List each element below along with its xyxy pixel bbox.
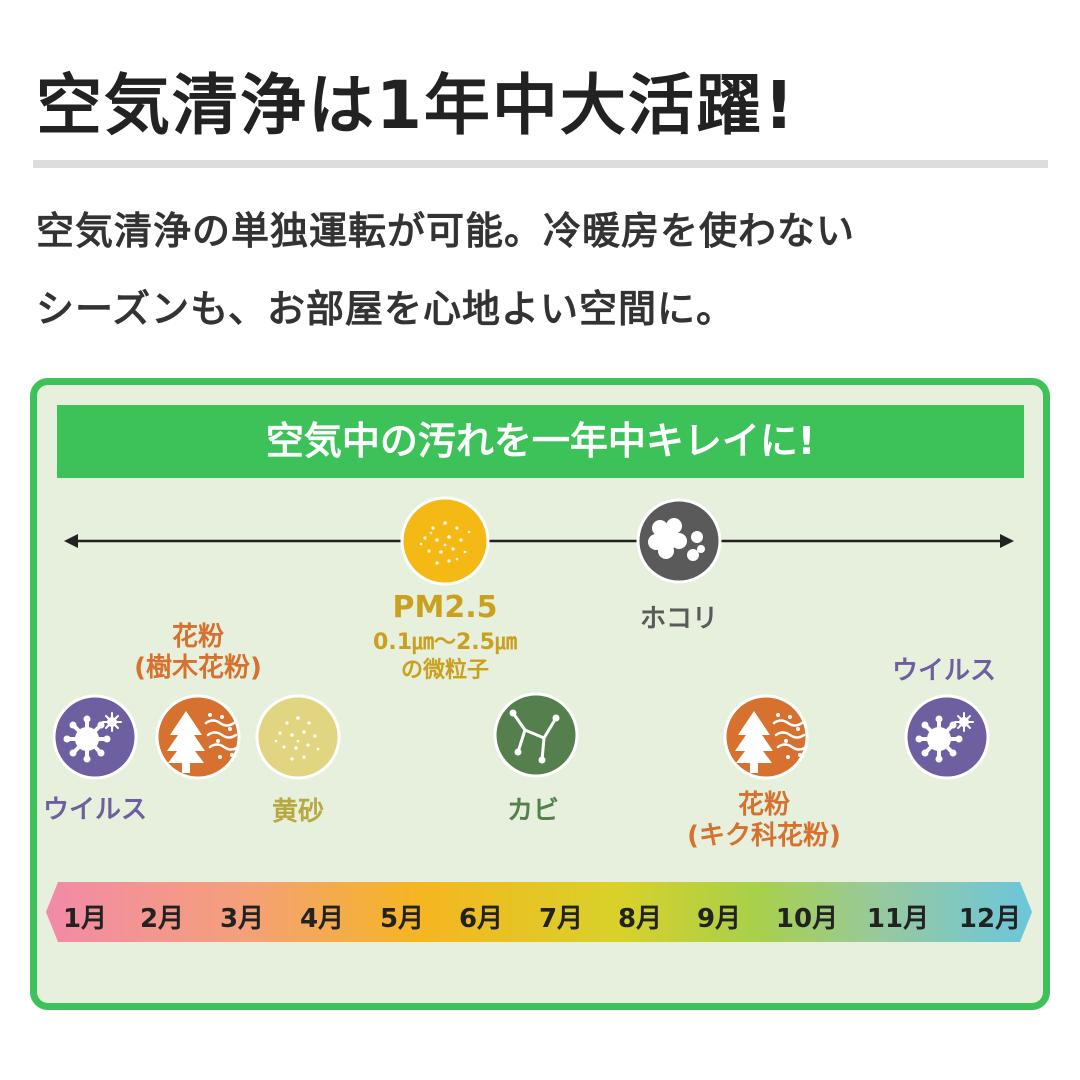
virus-icon [904,694,990,780]
page-title: 空気清浄は1年中大活躍! [36,67,797,144]
month-label: 5月 [379,904,425,934]
yellow-sand-label: 黄砂 [271,797,325,827]
tree-pollen-label: 花粉 [171,622,225,652]
month-label: 9月 [696,904,742,934]
kiku-pollen-sublabel: (キク科花粉) [687,821,841,851]
panel-banner: 空気中の汚れを一年中キレイに! [57,405,1024,478]
timeline-arrow [64,534,1014,548]
month-label: 6月 [458,904,504,934]
kiku-pollen-label: 花粉 [737,790,791,820]
month-label: 1月 [62,904,108,934]
month-label: 4月 [299,904,345,934]
tree-pollen-sublabel: (樹木花粉) [134,653,262,683]
dust-icon [636,498,722,584]
month-label: 7月 [538,904,584,934]
mold-icon [493,692,579,778]
subtitle-line-1: 空気清浄の単独運転が可能。冷暖房を使わない [36,209,856,253]
pm25-label: PM2.5 [392,590,498,625]
month-label: 11月 [866,904,930,934]
mold-label: カビ [506,796,560,826]
pm25-particle-label: の微粒子 [400,658,490,683]
month-label: 8月 [617,904,663,934]
tree-pollen-icon [723,694,809,780]
virus-icon [52,694,138,780]
virus-label-left: ウイルス [42,795,148,825]
pm25-particles-icon [400,496,490,586]
virus-label-right: ウイルス [891,656,997,686]
month-label: 10月 [775,904,839,934]
pm25-size-label: 0.1㎛〜2.5㎛ [373,630,517,655]
title-divider [33,160,1048,168]
month-bar [46,882,1032,942]
tree-pollen-icon [155,694,241,780]
subtitle-line-2: シーズンも、お部屋を心地よい空間に。 [36,287,735,331]
yellow-sand-icon [255,694,341,780]
month-label: 2月 [139,904,185,934]
month-label: 12月 [958,904,1022,934]
dust-label: ホコリ [639,604,719,634]
month-label: 3月 [219,904,265,934]
